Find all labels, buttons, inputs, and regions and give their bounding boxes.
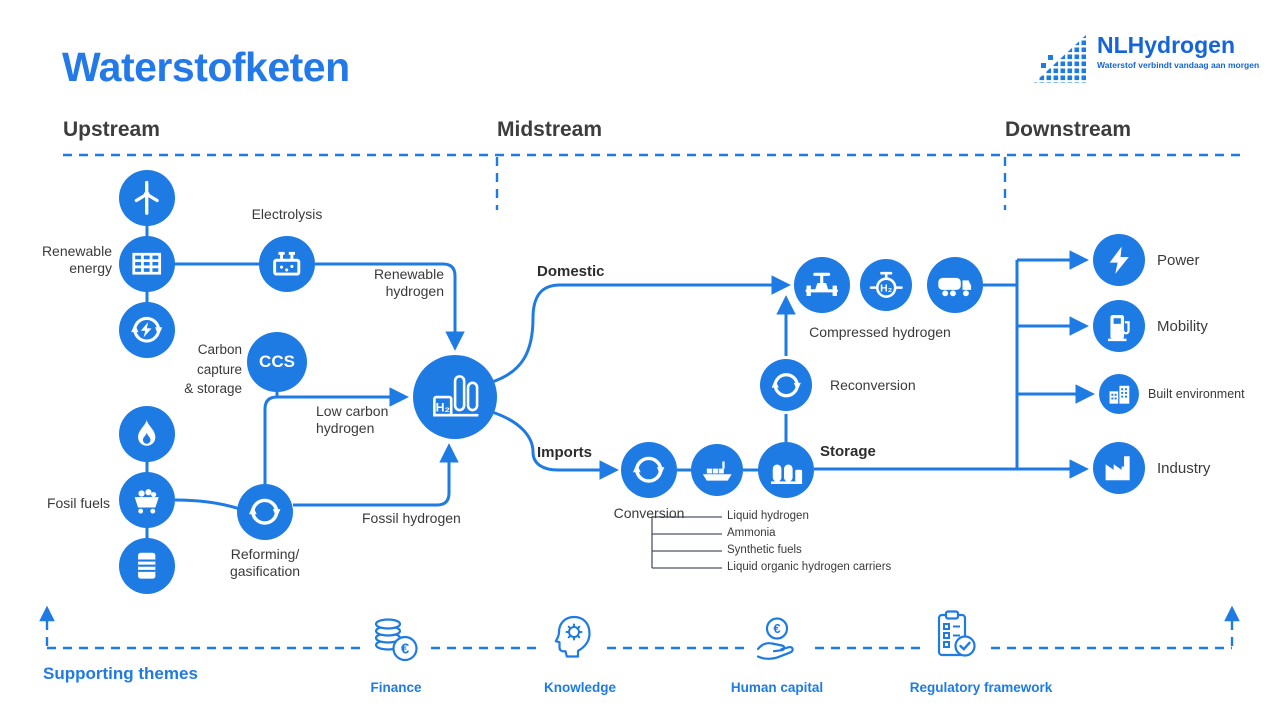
theme-regulatory-label: Regulatory framework xyxy=(909,680,1053,695)
compressor-valve-icon xyxy=(805,273,839,297)
wind-turbine-node xyxy=(119,170,175,226)
domestic-label: Domestic xyxy=(537,263,605,280)
page-title: Waterstofketen xyxy=(62,44,350,90)
conversion-node xyxy=(621,442,677,498)
built-environment-node xyxy=(1099,374,1139,414)
finance-icon-box: € xyxy=(364,608,428,672)
mobility-node xyxy=(1093,300,1145,352)
ccs-node: CCS xyxy=(247,332,307,392)
oil-barrel-icon xyxy=(138,553,156,579)
theme-finance-label: Finance xyxy=(370,680,422,695)
flame-icon xyxy=(138,419,156,447)
ccs-label: CCS xyxy=(259,352,295,371)
reconversion-node xyxy=(760,359,812,411)
carrier-ammonia: Ammonia xyxy=(727,527,776,539)
knowledge-icon-box xyxy=(543,606,607,670)
carrier-lohc: Liquid organic hydrogen carriers xyxy=(727,561,892,573)
compressed-hydrogen-label: Compressed hydrogen xyxy=(809,324,951,340)
storage-node xyxy=(758,442,814,498)
finance-icon: € xyxy=(374,618,418,662)
renewable-energy-icon xyxy=(131,317,163,343)
nlhydrogen-logo-mark xyxy=(1034,35,1086,83)
renewable-hydrogen-label: Renewable hydrogen xyxy=(373,266,444,299)
solar-panel-icon xyxy=(132,253,162,275)
flame-node xyxy=(119,406,175,462)
section-upstream: Upstream xyxy=(63,118,160,141)
reforming-node xyxy=(237,484,293,540)
knowledge-icon xyxy=(554,615,591,658)
fossil-hydrogen-label: Fossil hydrogen xyxy=(362,510,461,526)
h2-gauge-node: H₂ xyxy=(860,259,912,311)
h2-symbol: H₂ xyxy=(436,400,450,414)
industry-node xyxy=(1093,442,1145,494)
section-downstream: Downstream xyxy=(1005,118,1132,141)
electrolysis-icon xyxy=(273,252,301,276)
nlhydrogen-logo: NLHydrogen Waterstof verbindt vandaag aa… xyxy=(1032,33,1259,85)
hydrogen-hub-node: H₂ xyxy=(413,355,497,439)
electrolysis-label: Electrolysis xyxy=(251,206,323,222)
carbon-capture-label: Carbon capture & storage xyxy=(184,342,242,397)
human-capital-icon: € xyxy=(756,617,794,660)
coal-cart-node xyxy=(119,472,175,528)
reforming-label: Reforming/ gasification xyxy=(229,546,301,579)
carrier-synthetic-fuels: Synthetic fuels xyxy=(727,544,802,556)
hydrogen-gauge-icon: H₂ xyxy=(869,271,903,298)
low-carbon-hydrogen-label: Low carbon hydrogen xyxy=(316,403,389,436)
storage-tanks-icon xyxy=(771,464,803,485)
carrier-liquid-hydrogen: Liquid hydrogen xyxy=(727,510,809,522)
coal-cart-icon xyxy=(134,489,160,514)
euro-symbol: € xyxy=(401,641,410,658)
euro-symbol: € xyxy=(773,621,780,636)
logo-name: NLHydrogen xyxy=(1097,32,1235,58)
h2-symbol: H₂ xyxy=(880,283,893,294)
storage-label: Storage xyxy=(820,443,876,460)
truck-node xyxy=(927,257,983,313)
hydrogen-plant-icon: H₂ xyxy=(432,374,479,417)
conversion-label: Conversion xyxy=(613,505,685,521)
theme-knowledge-label: Knowledge xyxy=(543,680,616,695)
industry-label: Industry xyxy=(1157,460,1211,477)
recycle-icon xyxy=(249,498,281,526)
human-capital-icon-box: € xyxy=(745,608,809,672)
wind-turbine-icon xyxy=(135,181,159,216)
fossil-fuels-label: Fosil fuels xyxy=(46,495,110,511)
ship-icon xyxy=(702,461,732,481)
lightning-icon xyxy=(1109,246,1129,274)
renewable-cycle-node xyxy=(119,302,175,358)
power-label: Power xyxy=(1157,252,1200,269)
built-environment-label: Built environment xyxy=(1148,387,1245,401)
tanker-truck-icon xyxy=(938,278,972,297)
buildings-icon xyxy=(1109,385,1130,404)
regulatory-framework-icon xyxy=(937,610,976,657)
theme-human-capital-label: Human capital xyxy=(730,680,824,695)
compressor-node xyxy=(794,257,850,313)
section-midstream: Midstream xyxy=(497,118,603,141)
electrolyser-node xyxy=(259,236,315,292)
supporting-themes-label: Supporting themes xyxy=(43,664,198,683)
mobility-label: Mobility xyxy=(1157,318,1208,335)
power-node xyxy=(1093,234,1145,286)
recycle-icon xyxy=(771,372,801,398)
ship-node xyxy=(691,444,743,496)
solar-panel-node xyxy=(119,236,175,292)
imports-label: Imports xyxy=(537,444,593,461)
fuel-pump-icon xyxy=(1107,314,1130,341)
regulatory-icon-box xyxy=(923,604,987,668)
reconversion-label: Reconversion xyxy=(830,377,916,393)
logo-tagline: Waterstof verbindt vandaag aan morgen xyxy=(1097,60,1260,71)
factory-icon xyxy=(1105,455,1130,481)
renewable-energy-label: Renewable energy xyxy=(41,243,112,276)
recycle-icon xyxy=(633,456,665,484)
oil-barrel-node xyxy=(119,538,175,594)
